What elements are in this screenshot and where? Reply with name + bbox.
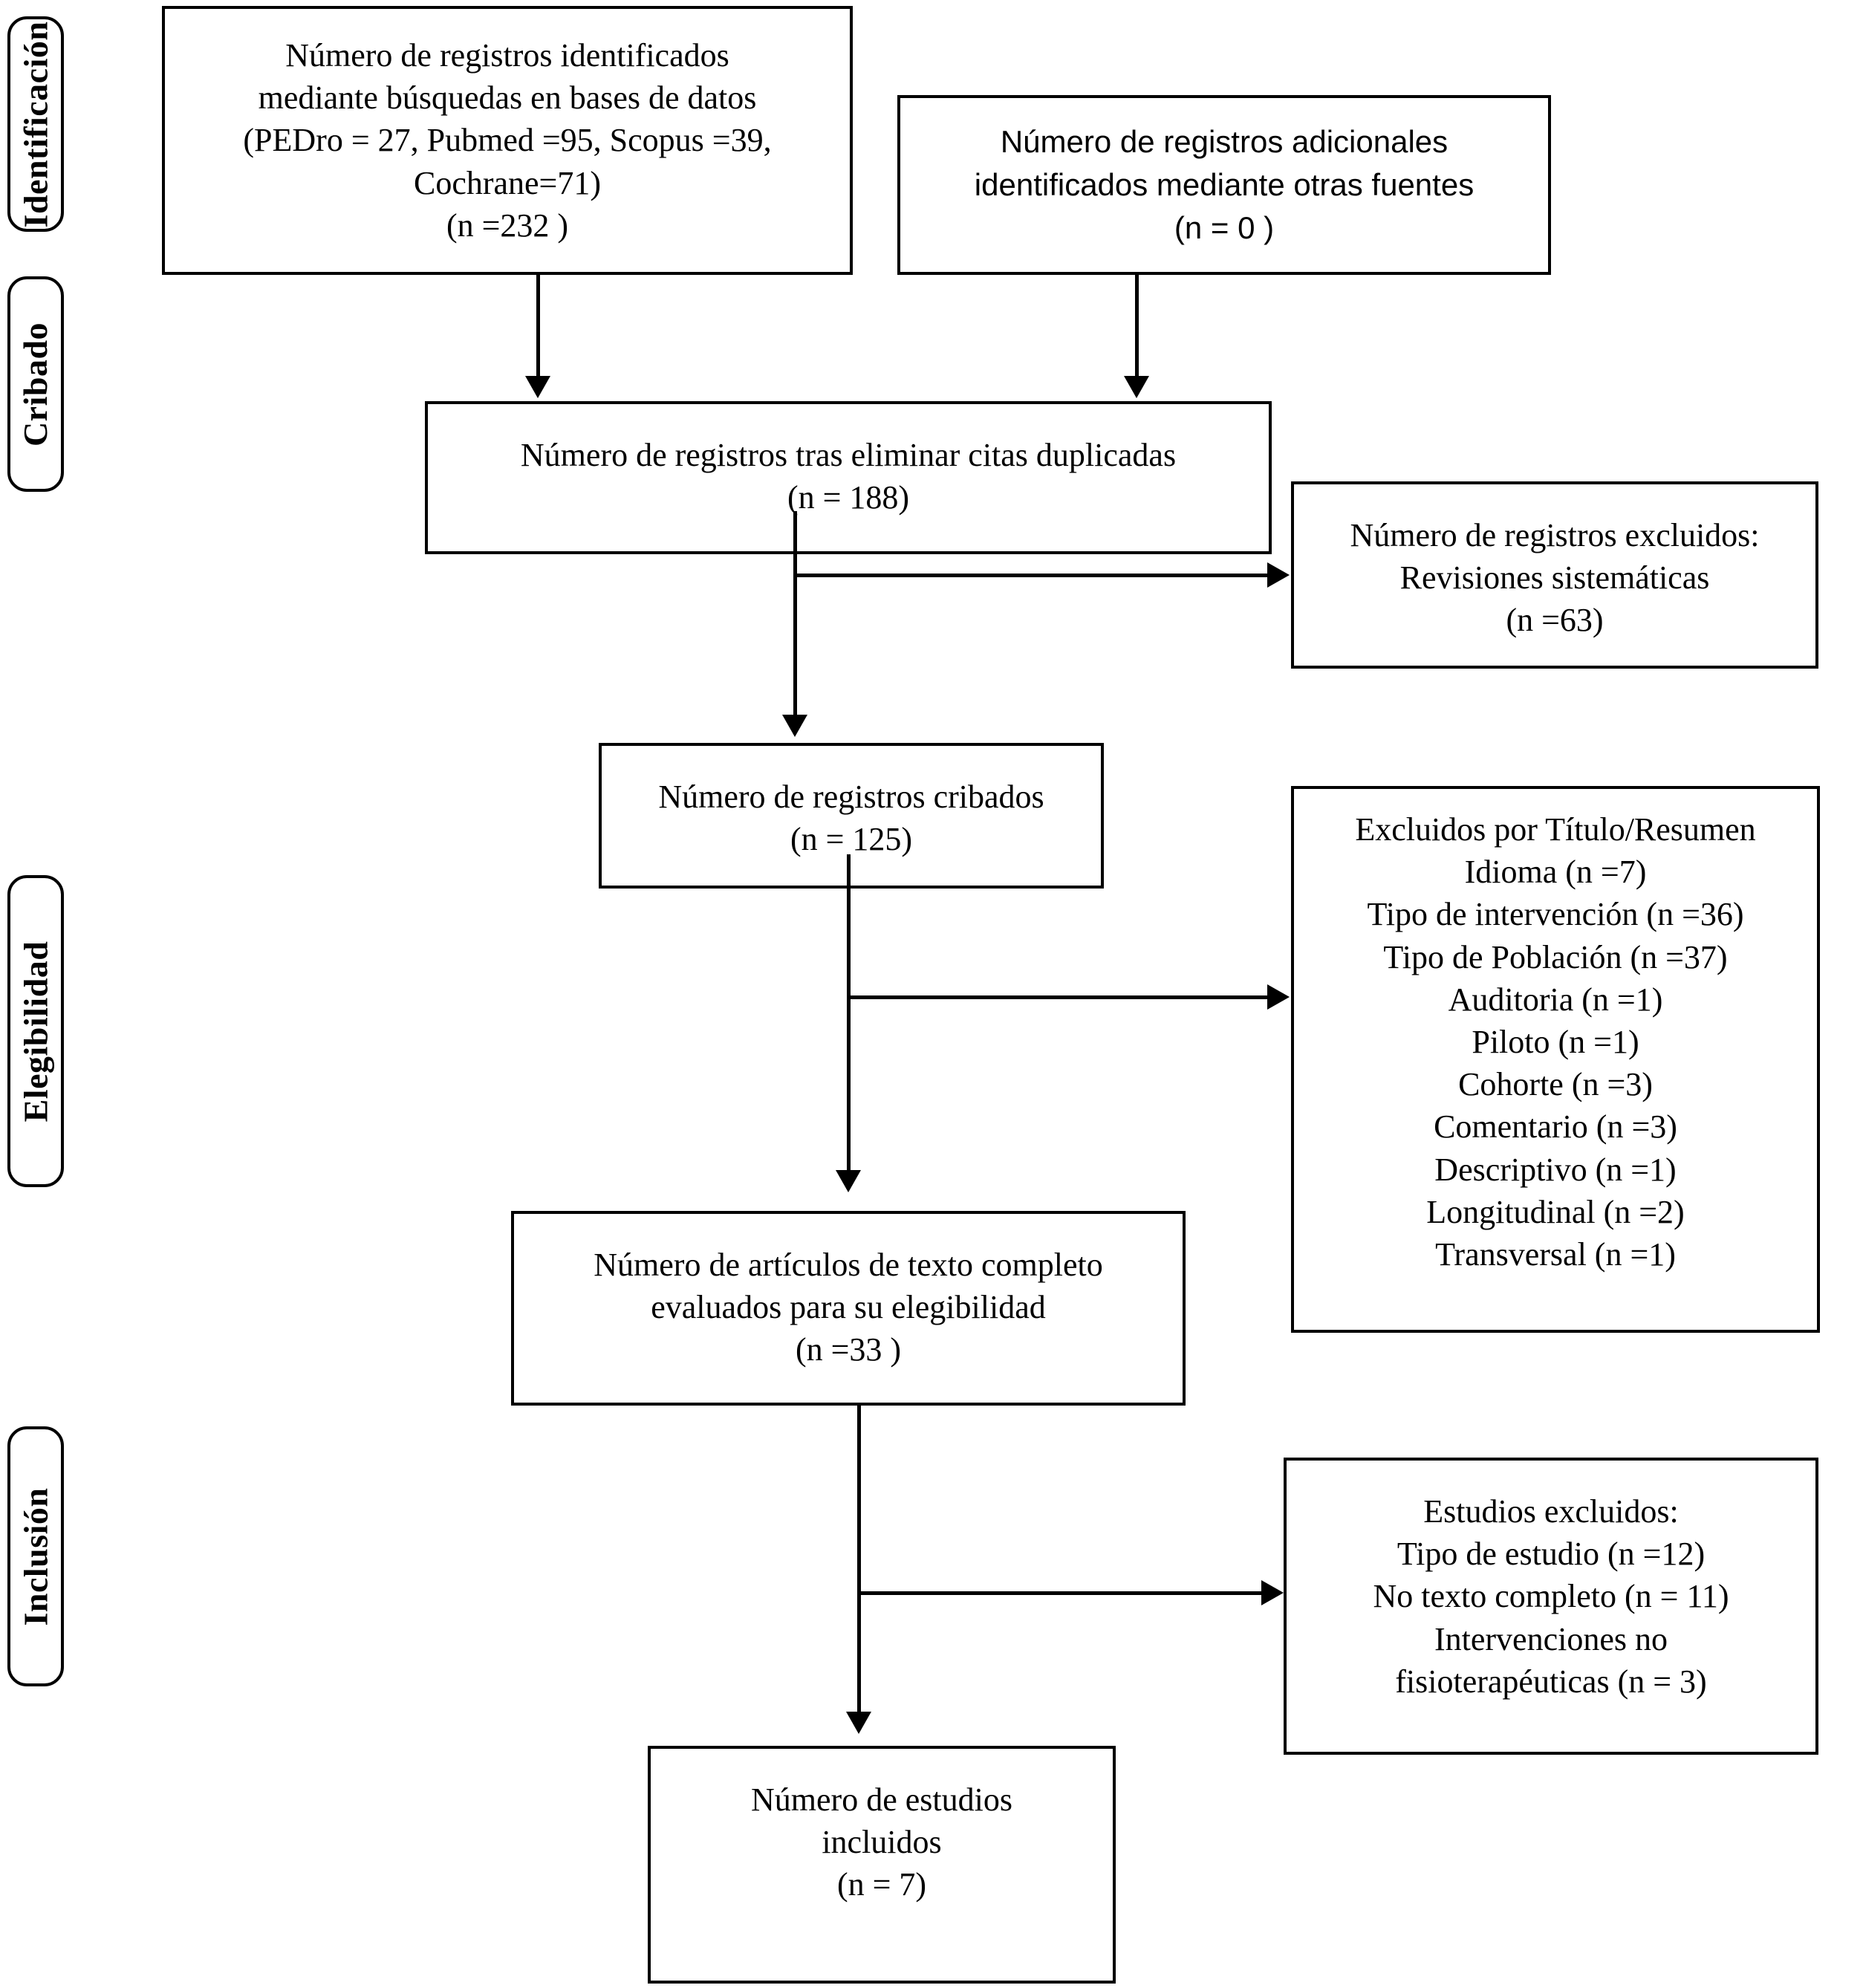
- studies-excluded-box: Estudios excluidos: Tipo de estudio (n =…: [1284, 1458, 1818, 1755]
- arrowhead-duplicates-to-screened: [782, 715, 807, 737]
- arrowhead-fulltext-to-included: [846, 1712, 871, 1734]
- connector-duplicates-to-excluded: [793, 574, 1269, 577]
- stage-identificacion: Identificación: [7, 16, 64, 232]
- arrowhead-additional-to-duplicates: [1124, 376, 1149, 398]
- arrowhead-duplicates-to-excluded: [1267, 562, 1290, 588]
- records-identified-box: Número de registros identificados median…: [162, 6, 853, 275]
- connector-additional-to-duplicates: [1135, 275, 1139, 379]
- stage-elegibilidad: Elegibilidad: [7, 875, 64, 1187]
- duplicates-removed-text: Número de registros tras eliminar citas …: [520, 437, 1177, 516]
- fulltext-assessed-box: Número de artículos de texto completo ev…: [511, 1211, 1186, 1406]
- connector-fulltext-to-included: [857, 1404, 861, 1716]
- stage-label-elegibilidad: Elegibilidad: [16, 941, 55, 1122]
- arrowhead-fulltext-to-studies-excluded: [1261, 1580, 1284, 1605]
- connector-identified-to-duplicates: [536, 275, 540, 379]
- studies-included-text: Número de estudios incluidos (n = 7): [751, 1781, 1012, 1903]
- connector-duplicates-to-screened: [793, 511, 797, 719]
- connector-screened-to-title-excluded: [847, 995, 1270, 999]
- stage-cribado: Cribado: [7, 276, 64, 492]
- records-screened-box: Número de registros cribados (n = 125): [599, 743, 1104, 889]
- arrowhead-screened-to-title-excluded: [1267, 984, 1290, 1010]
- stage-label-identificacion: Identificación: [16, 21, 55, 227]
- records-screened-text: Número de registros cribados (n = 125): [658, 779, 1044, 858]
- stage-label-cribado: Cribado: [16, 322, 55, 446]
- records-excluded-box: Número de registros excluidos: Revisione…: [1291, 481, 1818, 669]
- records-identified-text: Número de registros identificados median…: [243, 37, 772, 244]
- arrowhead-identified-to-duplicates: [525, 376, 550, 398]
- connector-fulltext-to-studies-excluded: [857, 1591, 1264, 1595]
- additional-records-text: Número de registros adicionales identifi…: [974, 124, 1475, 245]
- excluded-title-abstract-box: Excluidos por Título/Resumen Idioma (n =…: [1291, 786, 1820, 1333]
- studies-included-box: Número de estudios incluidos (n = 7): [648, 1746, 1116, 1984]
- stage-label-inclusion: Inclusión: [16, 1487, 55, 1626]
- additional-records-box: Número de registros adicionales identifi…: [897, 95, 1551, 275]
- stage-inclusion: Inclusión: [7, 1426, 64, 1686]
- excluded-title-abstract-text: Excluidos por Título/Resumen Idioma (n =…: [1355, 811, 1756, 1273]
- studies-excluded-text: Estudios excluidos: Tipo de estudio (n =…: [1373, 1493, 1729, 1700]
- records-excluded-text: Número de registros excluidos: Revisione…: [1350, 517, 1760, 639]
- arrowhead-screened-to-fulltext: [836, 1170, 861, 1192]
- duplicates-removed-box: Número de registros tras eliminar citas …: [425, 401, 1272, 554]
- fulltext-assessed-text: Número de artículos de texto completo ev…: [594, 1247, 1103, 1368]
- connector-screened-to-fulltext: [847, 854, 851, 1174]
